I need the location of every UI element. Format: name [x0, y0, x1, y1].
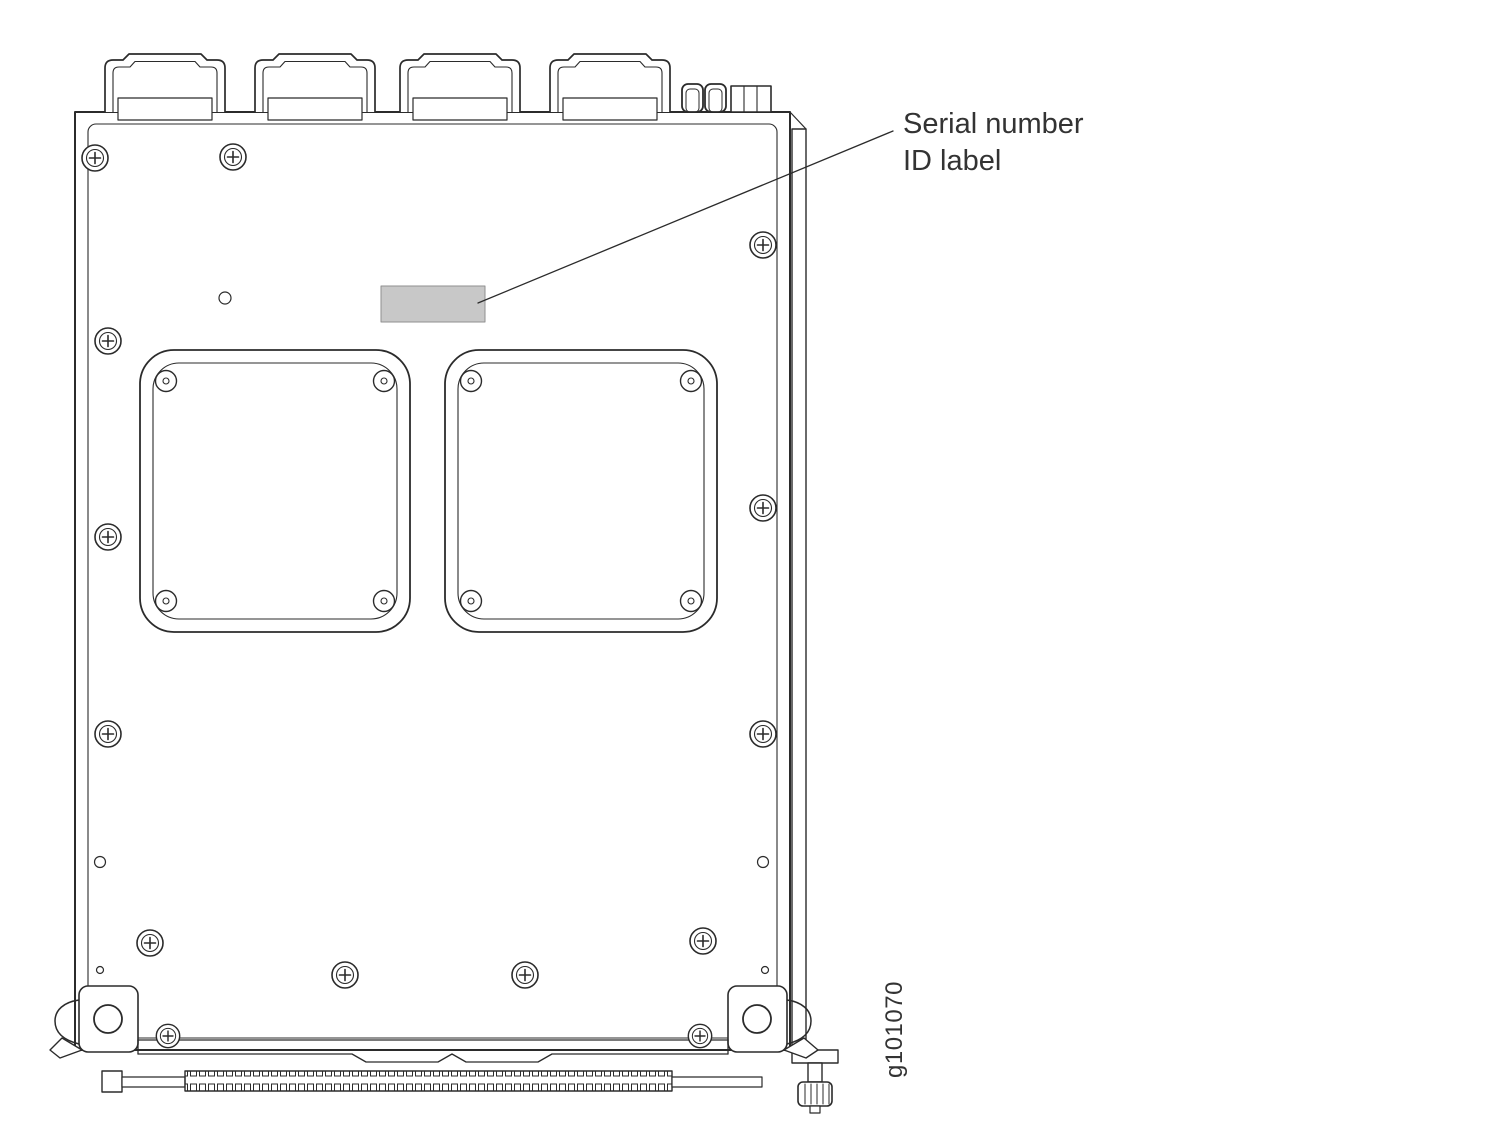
- panel-screw-icon: [155, 1023, 181, 1049]
- figure-id-label: g101070: [881, 981, 908, 1078]
- hole: [218, 291, 232, 305]
- connector-1: [104, 53, 226, 121]
- top-right-small-connectors: [681, 83, 772, 113]
- rivet-icon: [372, 589, 396, 613]
- rivet-icon: [679, 369, 703, 393]
- connector-3: [399, 53, 521, 121]
- top-connectors: [104, 53, 671, 121]
- right-ejector-lever: [783, 1037, 819, 1059]
- left-ejector-lever: [49, 1037, 83, 1059]
- right-plate: [444, 349, 718, 633]
- left-lever-arc: [54, 999, 80, 1045]
- rivet-icon: [459, 589, 483, 613]
- rivet-icon: [154, 589, 178, 613]
- right-flange: [791, 128, 807, 1051]
- phillips-screw-icon: [94, 523, 122, 551]
- phillips-screw-icon: [136, 929, 164, 957]
- chassis-holes: [93, 291, 770, 975]
- callout-text-line1: Serial number: [903, 108, 1084, 140]
- rivet-icon: [459, 369, 483, 393]
- callout-leader-line: [477, 130, 894, 304]
- right-bracket-hole: [742, 1004, 772, 1034]
- hole: [756, 855, 770, 869]
- left-plate: [139, 349, 411, 633]
- rivet-icon: [372, 369, 396, 393]
- phillips-screw-icon: [94, 327, 122, 355]
- left-bracket-hole: [93, 1004, 123, 1034]
- phillips-screw-icon: [331, 961, 359, 989]
- right-lever-arc: [786, 999, 812, 1045]
- rivet-icon: [154, 369, 178, 393]
- connector-2: [254, 53, 376, 121]
- phillips-screw-icon: [219, 143, 247, 171]
- phillips-screw-icon: [749, 720, 777, 748]
- front-panel: [49, 985, 833, 1114]
- serial-number-label: [380, 285, 486, 323]
- hole: [760, 965, 770, 975]
- phillips-screw-icon: [749, 494, 777, 522]
- phillips-screw-icon: [94, 720, 122, 748]
- phillips-screw-icon: [511, 961, 539, 989]
- connector-4: [549, 53, 671, 121]
- diagram-root-group: Serial number ID label g101070: [49, 53, 1084, 1114]
- hole: [93, 855, 107, 869]
- phillips-screw-icon: [81, 144, 109, 172]
- rivet-icon: [679, 589, 703, 613]
- flange-step: [789, 111, 807, 130]
- phillips-screw-icon: [689, 927, 717, 955]
- thumbscrew: [797, 1062, 833, 1114]
- emi-gasket-strip: [101, 1070, 763, 1093]
- callout-text-line2: ID label: [903, 145, 1001, 177]
- panel-screw-icon: [687, 1023, 713, 1049]
- hole: [95, 965, 105, 975]
- phillips-screw-icon: [749, 231, 777, 259]
